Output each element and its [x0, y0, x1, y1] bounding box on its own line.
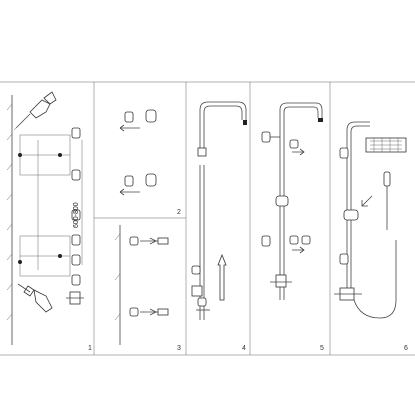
panel-2-brackets: 2	[119, 109, 181, 216]
panel-1-drilling: 600-800 1	[6, 91, 92, 352]
panel-frame	[0, 81, 415, 356]
panel-4-riser: 4	[191, 101, 247, 352]
panel-3-screw: 3	[114, 225, 181, 352]
hand-shower-icon	[383, 171, 391, 230]
panel-5-mount: 5	[261, 102, 324, 352]
dimension-label: 600-800	[73, 202, 80, 228]
panel-2-number: 2	[177, 209, 181, 216]
panel-4-number: 4	[242, 345, 246, 352]
drill-icon	[17, 283, 53, 313]
panel-3-number: 3	[177, 345, 181, 352]
drill-icon	[13, 91, 57, 131]
shower-head-icon	[370, 138, 402, 152]
panel-6-complete: 6	[334, 121, 408, 352]
wall-hatch	[6, 95, 13, 345]
panel-6-number: 6	[404, 345, 408, 352]
panel-5-number: 5	[320, 345, 324, 352]
wall-bracket-icon	[71, 127, 81, 286]
panel-1-number: 1	[88, 345, 92, 352]
